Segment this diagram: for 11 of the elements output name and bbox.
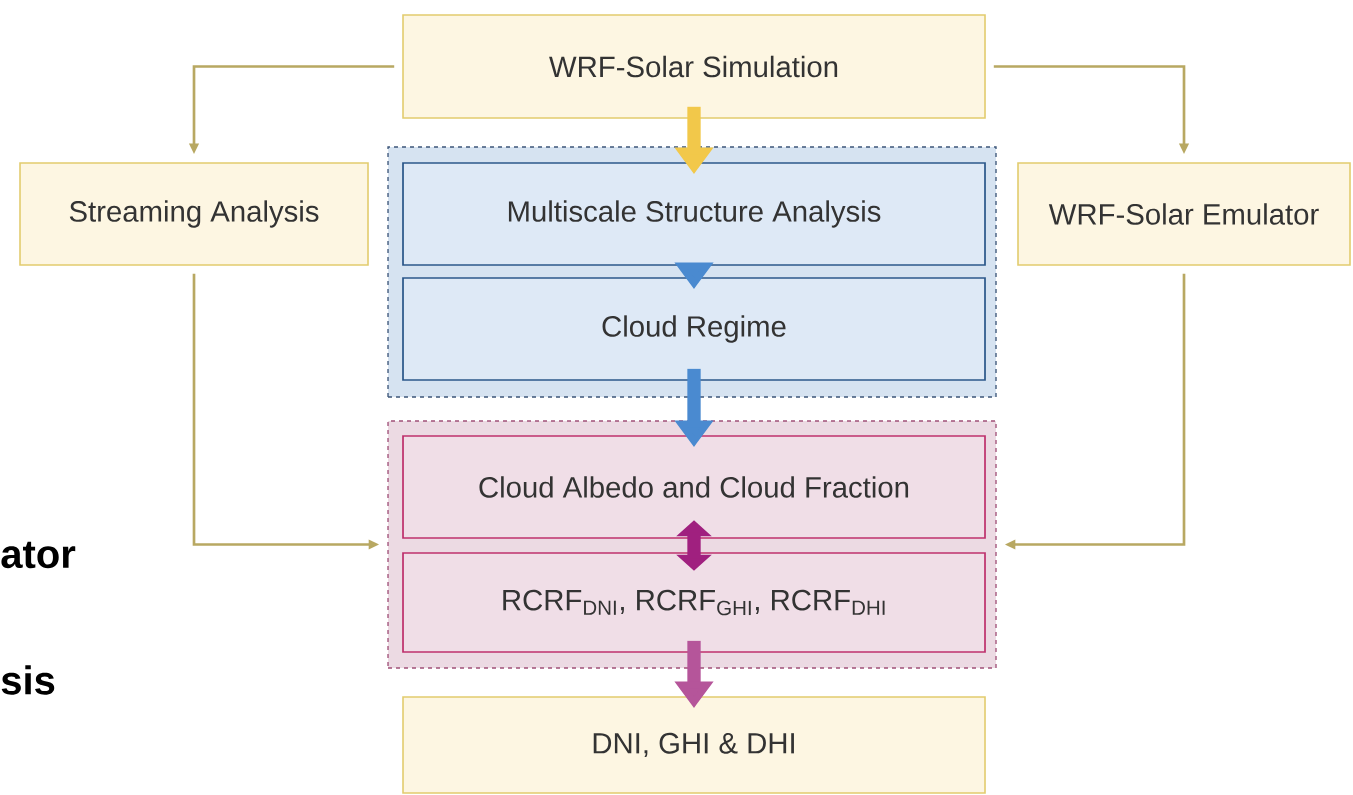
process-box: Multiscale Structure Analysis xyxy=(402,162,986,266)
process-box: Cloud Regime xyxy=(402,277,986,381)
process-box: RCRF$_{DNI}$, RCRF$_{GHI}$, RCRF$_{DHI}$ xyxy=(402,552,986,653)
process-box: Streaming Analysis xyxy=(19,162,369,266)
process-box: DNI, GHI & DHI xyxy=(402,696,986,794)
cropped-text: sis xyxy=(1,665,55,695)
arrow xyxy=(676,520,712,571)
process-box: WRF-Solar Simulation xyxy=(402,14,986,119)
process-box: Cloud Albedo and Cloud Fraction xyxy=(402,435,986,539)
process-box: WRF-Solar Emulator xyxy=(1017,162,1351,266)
cropped-text: ator xyxy=(1,541,76,569)
